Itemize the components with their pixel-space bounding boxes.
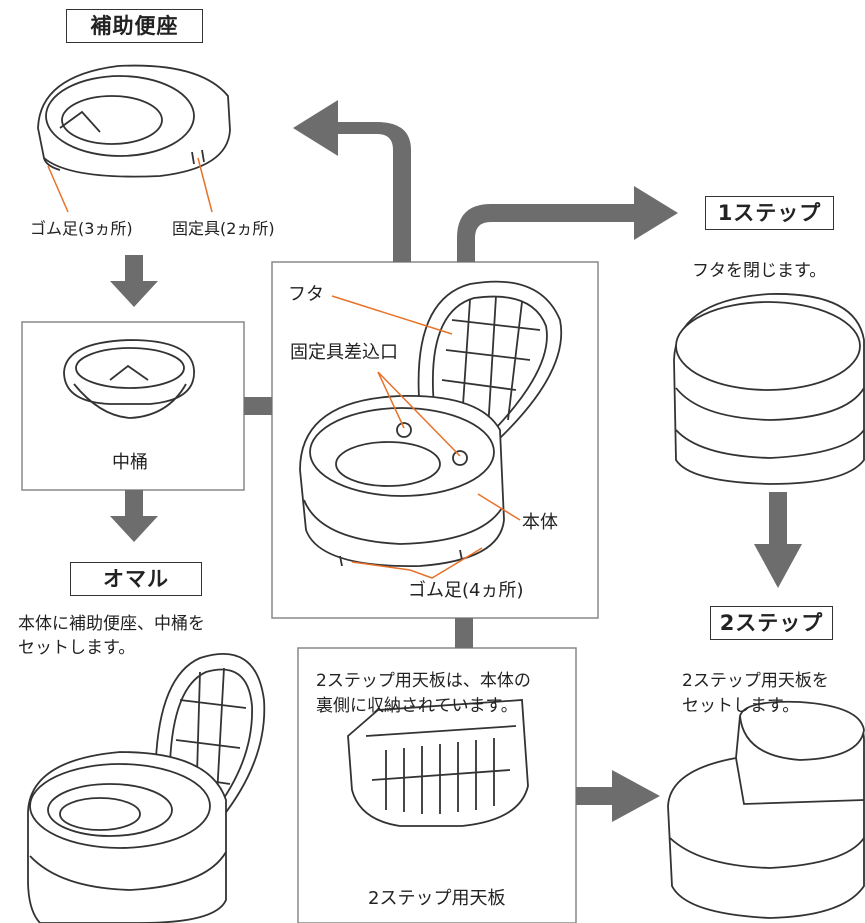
title-step1: 1ステップ [705,196,834,230]
connector-left [244,397,272,415]
title-hojo-benza: 補助便座 [66,9,203,43]
label-koteigu-2: 固定具(2ヵ所) [172,219,275,238]
leader-koteigu-2 [197,157,213,213]
label-naka-oke: 中桶 [112,452,148,473]
arrow-to-step1 [457,186,678,262]
label-hontai: 本体 [522,512,558,533]
tenban-illustration [347,699,529,827]
label-tenban: 2ステップ用天板 [368,888,506,909]
leader-hontai [477,493,521,521]
step1-illustration [673,293,865,485]
label-gomuashi-4: ゴム足(4ヵ所) [408,580,524,601]
storage-desc-line2: 裏側に収納されています。 [316,696,518,716]
step1-desc: フタを閉じます。 [692,261,827,281]
title-step2: 2ステップ [710,606,833,640]
leader-koteigu-sashikomiguchi [377,371,461,457]
label-futa: フタ [288,284,324,305]
omaru-desc-line2: セットします。 [18,638,136,658]
label-gomuashi-3: ゴム足(3ヵ所) [30,219,133,238]
leader-gomuashi-3 [47,165,69,213]
title-omaru: オマル [70,562,202,596]
storage-desc-line1: 2ステップ用天板は、本体の [316,671,531,691]
step2-illustration [667,700,865,919]
leader-gomuashi-4 [351,547,483,579]
omaru-illustration [27,653,266,923]
arrow-to-step2 [576,770,660,822]
arrow-down-1 [110,255,158,307]
step2-desc-line2: セットします。 [682,696,800,716]
omaru-desc-line1: 本体に補助便座、中桶を [18,614,205,634]
hontai-illustration [299,280,563,567]
connector-bottom [455,618,473,648]
label-koteigu-sashikomiguchi: 固定具差込口 [290,342,398,363]
arrow-down-2 [110,490,158,542]
arrow-down-step [754,492,802,588]
arrow-to-hojo-benza [293,100,411,262]
hojo-benza-illustration [37,64,231,178]
step2-desc-line1: 2ステップ用天板を [682,671,829,691]
leader-futa [331,295,453,335]
naka-oke-illustration [63,339,195,419]
